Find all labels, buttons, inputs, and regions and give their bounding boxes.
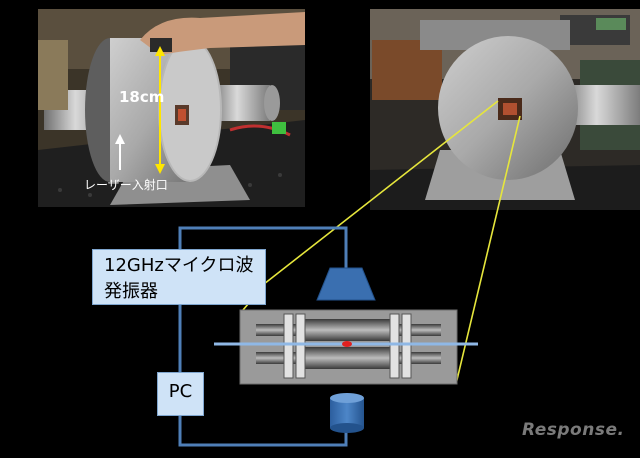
signal-wires xyxy=(178,226,348,447)
photo-left-cavity xyxy=(38,9,305,207)
height-label: 18cm xyxy=(119,88,165,106)
cavity-schematic xyxy=(214,309,478,385)
pc-box xyxy=(157,372,204,416)
detector-cylinder xyxy=(330,393,364,433)
laser-port-label: レーザー入射口 xyxy=(84,178,168,192)
watermark-logo: Response. xyxy=(522,420,625,440)
oscillator-box xyxy=(92,249,266,305)
photo-right-cavity xyxy=(370,9,640,210)
pc-label: PC xyxy=(168,381,193,402)
horn-antenna xyxy=(316,267,376,301)
oscillator-label: 12GHzマイクロ波発振器 xyxy=(104,255,254,302)
